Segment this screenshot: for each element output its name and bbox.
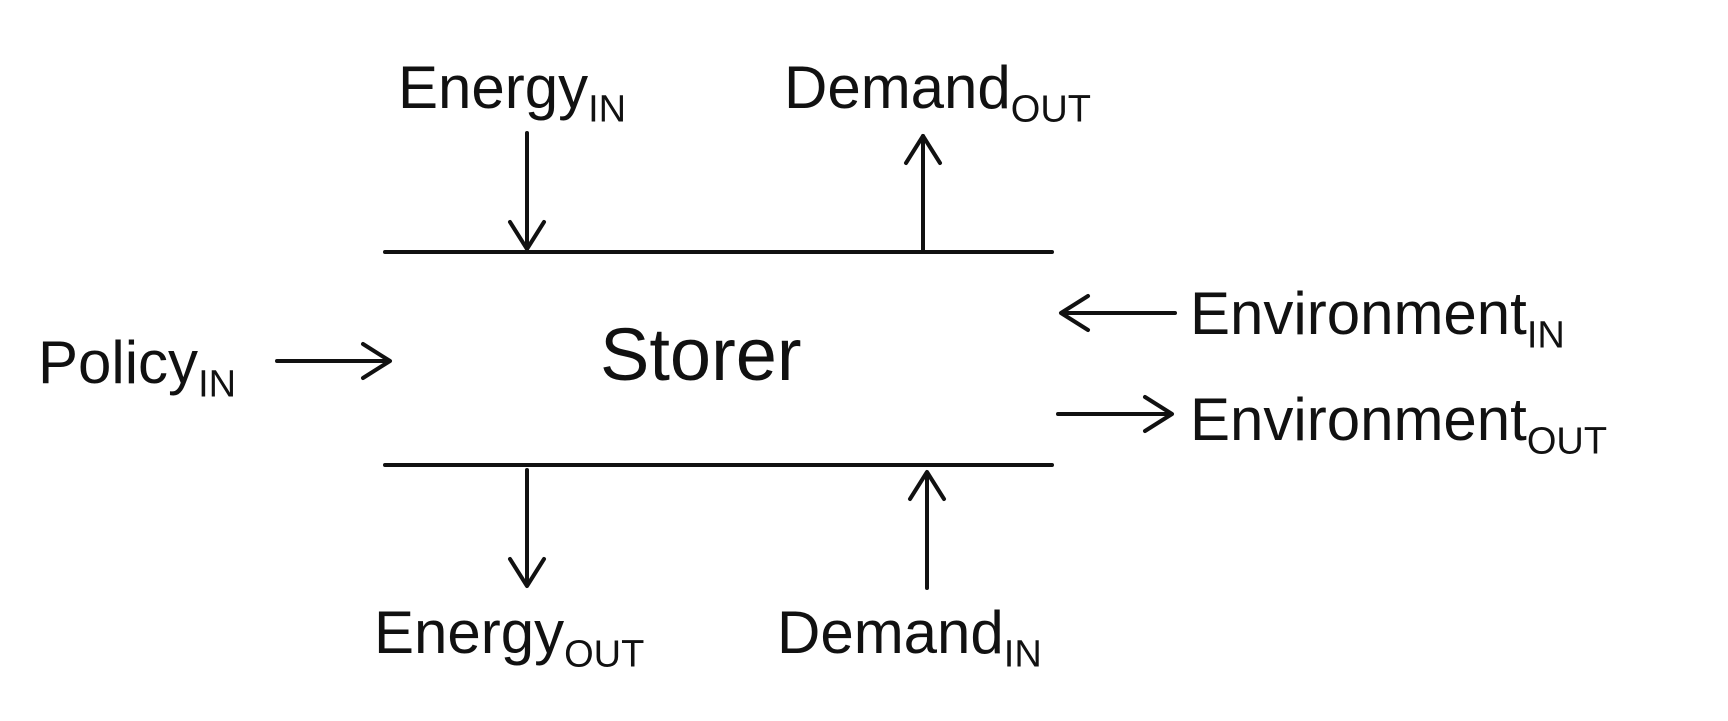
demand-out-arrow (904, 134, 942, 252)
environment-out-label: EnvironmentOUT (1190, 390, 1607, 461)
energy-out-arrow (508, 468, 546, 588)
demand-in-subscript: IN (1003, 633, 1042, 676)
storer-label: Storer (600, 313, 802, 396)
energy-out-text: Energy (374, 599, 565, 666)
environment-in-arrow (1059, 294, 1177, 332)
demand-out-subscript: OUT (1010, 88, 1092, 131)
environment-in-text: Environment (1190, 280, 1527, 347)
energy-in-text: Energy (398, 54, 589, 121)
energy-in-label: EnergyIN (398, 58, 626, 129)
energy-out-label: EnergyOUT (374, 603, 644, 674)
demand-out-text: Demand (784, 54, 1011, 121)
policy-in-subscript: IN (198, 363, 237, 406)
demand-in-text: Demand (777, 599, 1004, 666)
energy-in-subscript: IN (588, 88, 627, 131)
environment-out-subscript: OUT (1526, 420, 1608, 463)
environment-out-arrow (1056, 395, 1174, 433)
demand-in-arrow (908, 470, 946, 590)
demand-in-label: DemandIN (777, 603, 1042, 674)
policy-in-label: PolicyIN (38, 333, 236, 404)
policy-in-text: Policy (38, 329, 199, 396)
environment-in-label: EnvironmentIN (1190, 284, 1565, 355)
energy-in-arrow (508, 131, 546, 251)
environment-out-text: Environment (1190, 386, 1527, 453)
policy-in-arrow (275, 342, 392, 380)
environment-in-subscript: IN (1526, 314, 1565, 357)
energy-out-subscript: OUT (564, 633, 645, 676)
demand-out-label: DemandOUT (784, 58, 1091, 129)
